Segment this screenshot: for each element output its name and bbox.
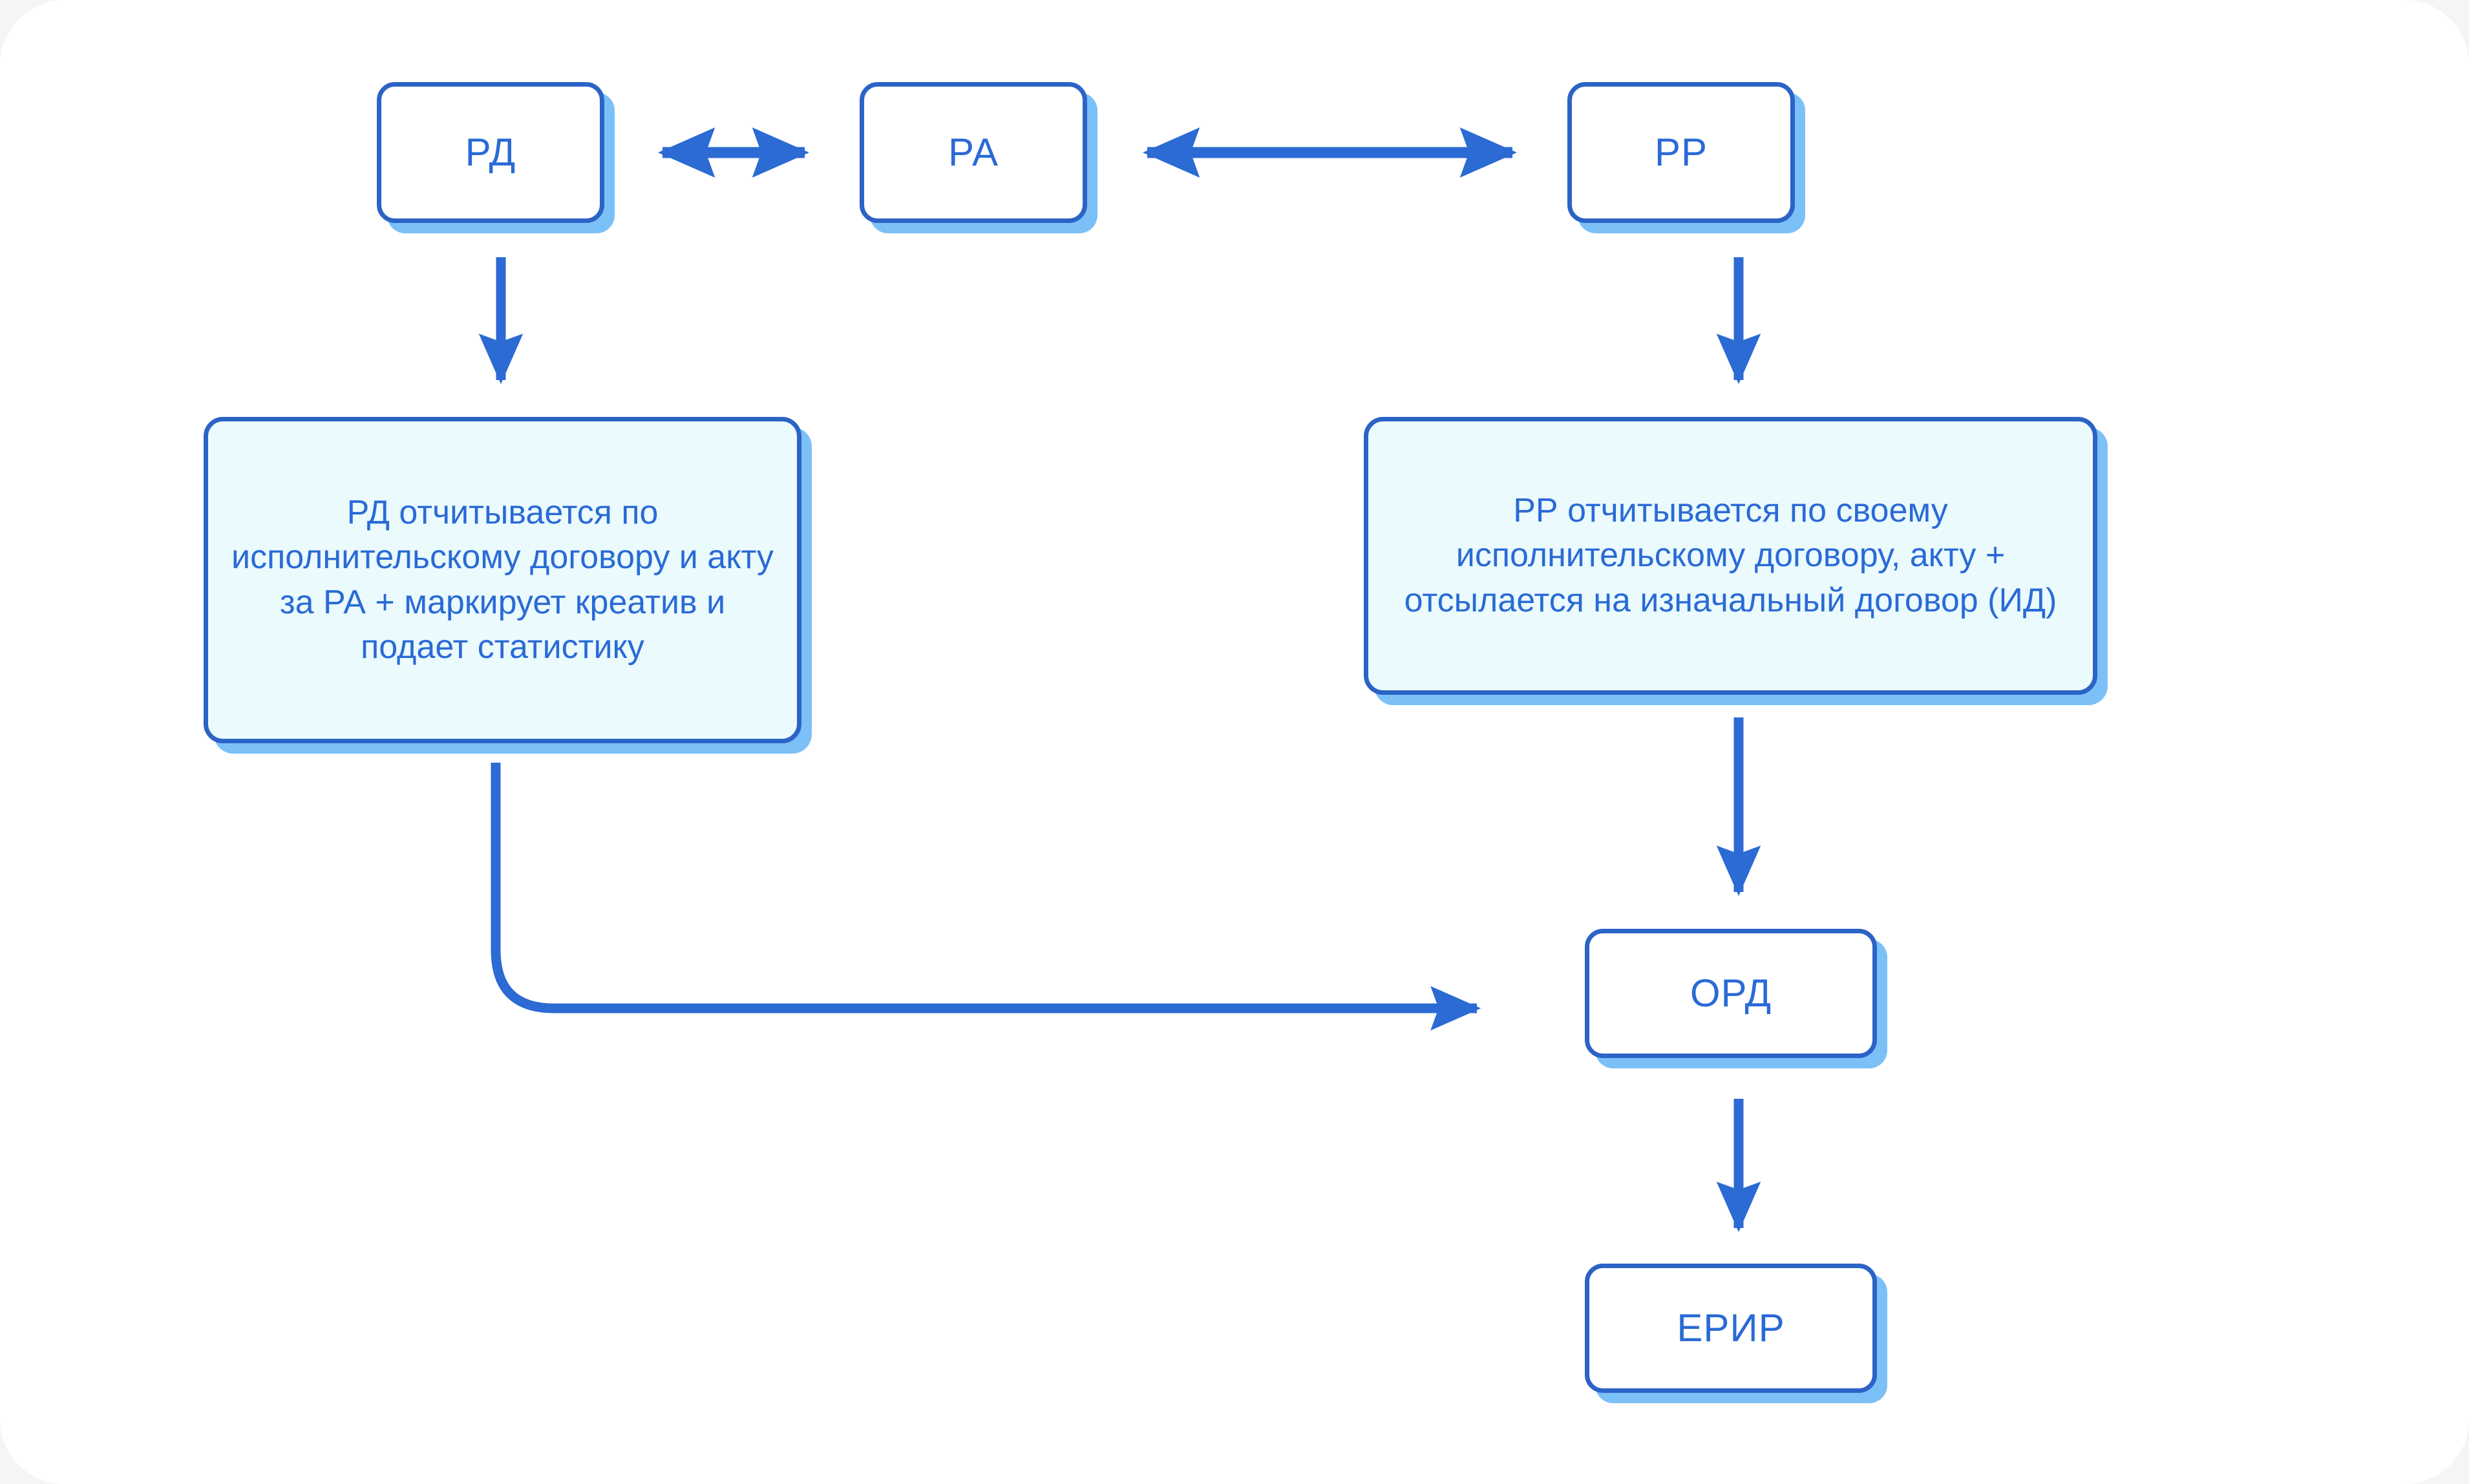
node-ord-label: ОРД [1690,971,1772,1015]
node-rr[interactable]: РР [1567,82,1795,223]
node-rr-label: РР [1654,131,1708,174]
node-rd[interactable]: РД [377,82,604,223]
node-erir[interactable]: ЕРИР [1585,1264,1877,1393]
node-rd-detail-label: РД отчитывается по исполнительскому дого… [231,494,774,666]
node-ra-label: РА [948,131,999,174]
node-ord[interactable]: ОРД [1585,929,1877,1058]
node-erir-label: ЕРИР [1677,1306,1785,1350]
node-rd-label: РД [465,131,516,174]
node-rd-detail[interactable]: РД отчитывается по исполнительскому дого… [204,417,801,743]
node-rr-detail-label: РР отчитывается по своему исполнительско… [1404,492,2057,619]
node-rr-detail[interactable]: РР отчитывается по своему исполнительско… [1364,417,2097,695]
node-ra[interactable]: РА [860,82,1087,223]
